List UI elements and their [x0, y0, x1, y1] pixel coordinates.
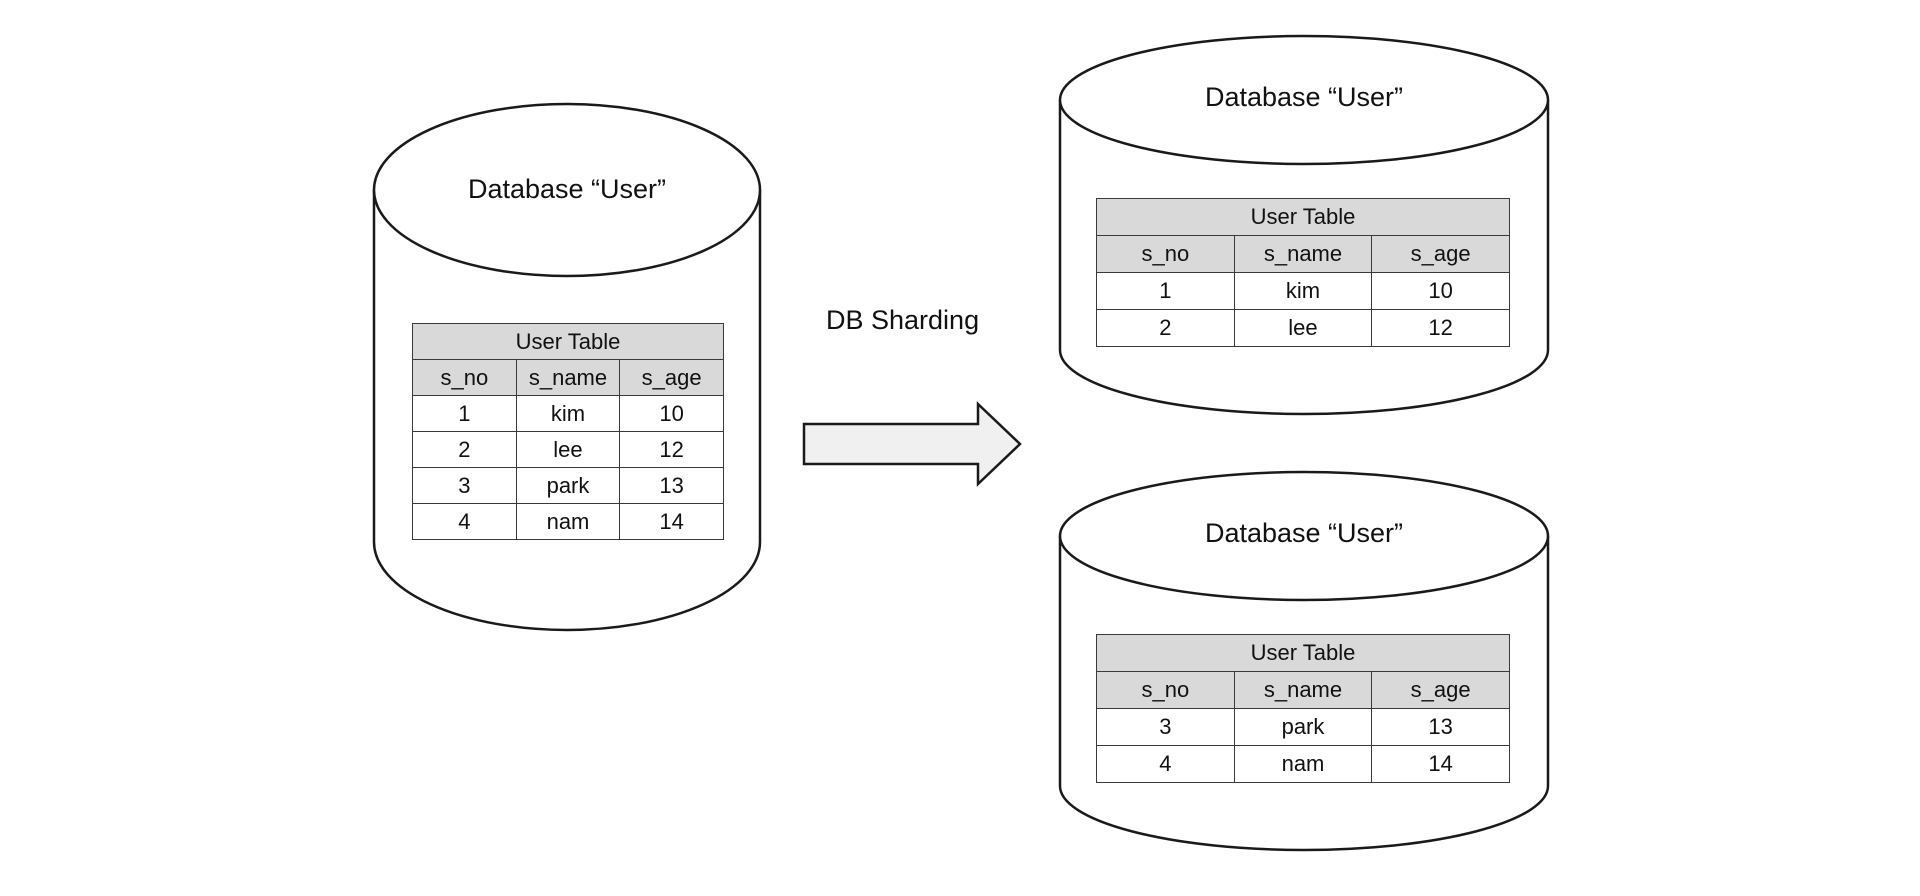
db-sharding-label: DB Sharding — [826, 305, 980, 335]
table-cell: 1 — [412, 395, 517, 432]
table-cell: park — [515, 467, 621, 504]
column-header: s_no — [1096, 235, 1235, 273]
table-cell: 1 — [1096, 272, 1235, 310]
table-cell: kim — [1233, 272, 1373, 310]
table-name-header: User Table — [412, 323, 724, 360]
table-name-header: User Table — [1096, 198, 1510, 236]
table-cell: nam — [515, 503, 621, 540]
table-cell: park — [1233, 708, 1373, 746]
table-cell: 14 — [619, 503, 724, 540]
table-cell: lee — [515, 431, 621, 468]
table-cell: 2 — [1096, 309, 1235, 347]
database-title: Database “User” — [1204, 518, 1404, 548]
column-header: s_age — [1371, 671, 1510, 709]
table-cell: kim — [515, 395, 621, 432]
column-header: s_no — [412, 359, 517, 396]
table-name-header: User Table — [1096, 634, 1510, 672]
table-cell: 3 — [1096, 708, 1235, 746]
table-cell: 10 — [1371, 272, 1510, 310]
table-cell: 14 — [1371, 745, 1510, 783]
table-cell: 12 — [1371, 309, 1510, 347]
table-cell: nam — [1233, 745, 1373, 783]
table-cell: 3 — [412, 467, 517, 504]
table-cell: 13 — [619, 467, 724, 504]
database-title: Database “User” — [1204, 82, 1404, 112]
table-cell: 4 — [1096, 745, 1235, 783]
table-cell: 10 — [619, 395, 724, 432]
column-header: s_no — [1096, 671, 1235, 709]
table-cell: 12 — [619, 431, 724, 468]
table-cell: 13 — [1371, 708, 1510, 746]
column-header: s_age — [1371, 235, 1510, 273]
column-header: s_age — [619, 359, 724, 396]
right-arrow-icon — [802, 401, 1022, 487]
column-header: s_name — [515, 359, 621, 396]
column-header: s_name — [1233, 671, 1373, 709]
table-cell: lee — [1233, 309, 1373, 347]
table-cell: 2 — [412, 431, 517, 468]
table-cell: 4 — [412, 503, 517, 540]
database-title: Database “User” — [467, 174, 667, 204]
column-header: s_name — [1233, 235, 1373, 273]
